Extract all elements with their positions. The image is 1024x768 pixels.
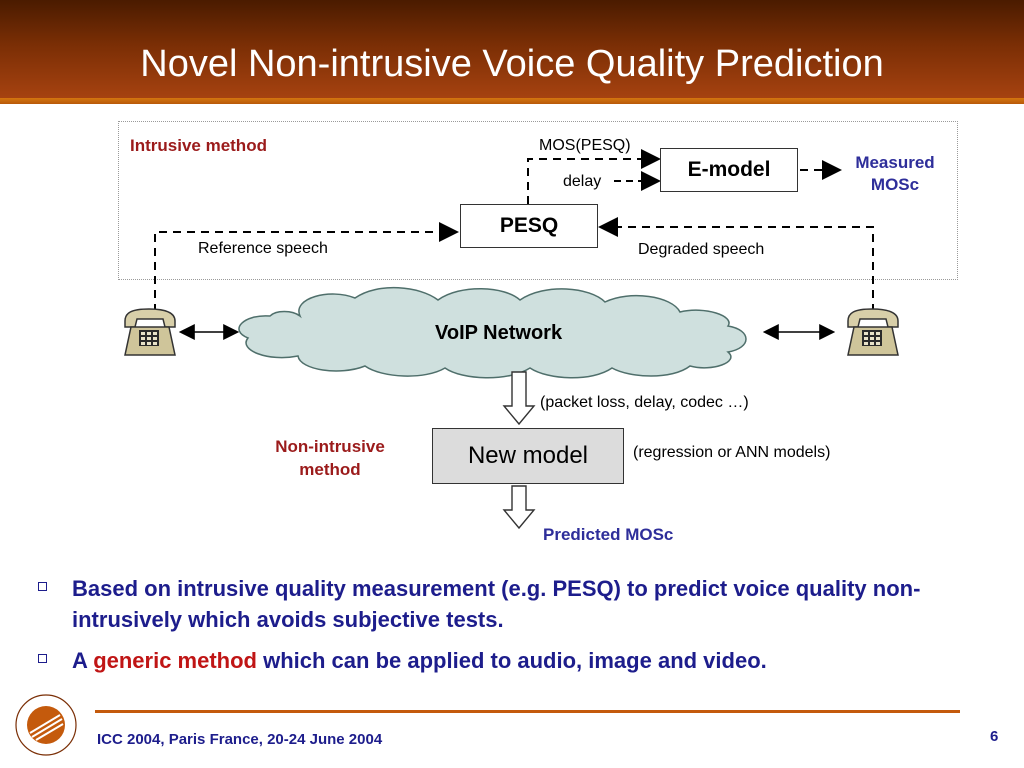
bullet-item: A generic method which can be applied to… — [38, 645, 998, 676]
cloud-icon — [238, 287, 747, 379]
degraded-speech-label: Degraded speech — [638, 241, 765, 258]
bullet-prefix: A — [72, 648, 94, 673]
new-model-label: New model — [467, 442, 589, 469]
logo-icon — [15, 694, 77, 756]
bullet-text: Based on intrusive quality measurement (… — [72, 576, 921, 632]
slide-title: Novel Non-intrusive Voice Quality Predic… — [140, 43, 884, 85]
regression-label: (regression or ANN models) — [633, 444, 831, 461]
emodel-label: E-model — [687, 158, 771, 181]
footer-divider — [95, 710, 960, 713]
delay-label: delay — [563, 173, 602, 190]
mos-pesq-label: MOS(PESQ) — [539, 137, 631, 154]
bullet-square-icon — [38, 654, 47, 663]
new-model-box: New model — [432, 428, 624, 484]
bullet-list: Based on intrusive quality measurement (… — [38, 573, 998, 686]
degraded-connector — [598, 217, 874, 312]
emodel-box: E-model — [660, 148, 798, 192]
network-to-model-arrow — [502, 371, 536, 426]
bullet-square-icon — [38, 582, 47, 591]
telephone-icon — [124, 308, 176, 356]
title-underline — [0, 98, 1024, 104]
telephone-icon — [847, 308, 899, 356]
nonintrusive-label-line1: Non-intrusive — [275, 437, 385, 456]
measured-label-line1: Measured — [855, 153, 935, 172]
reference-speech-label: Reference speech — [198, 240, 328, 257]
intrusive-method-label: Intrusive method — [130, 136, 267, 155]
voip-network-label: VoIP Network — [435, 322, 563, 344]
mos-pesq-connector — [527, 149, 661, 204]
pesq-label: PESQ — [499, 214, 559, 237]
pesq-box: PESQ — [460, 204, 598, 248]
footer-text: ICC 2004, Paris France, 20-24 June 2004 — [97, 731, 383, 748]
measured-label-line2: MOSc — [870, 175, 920, 194]
intrusive-region — [118, 121, 958, 280]
reference-connector — [154, 222, 459, 312]
nonintrusive-label-line2: method — [299, 460, 361, 479]
bullet-item: Based on intrusive quality measurement (… — [38, 573, 998, 635]
title-bar — [0, 0, 1024, 98]
predicted-mosc-label: Predicted MOSc — [543, 525, 674, 544]
page-number: 6 — [990, 728, 999, 745]
measured-mosc-label: Measured MOSc — [845, 152, 945, 196]
bullet-suffix: which can be applied to audio, image and… — [257, 648, 767, 673]
model-to-output-arrow — [502, 485, 536, 530]
nonintrusive-method-label: Non-intrusive method — [255, 435, 405, 481]
network-params-label: (packet loss, delay, codec …) — [540, 394, 749, 411]
bullet-highlight: generic method — [93, 648, 257, 673]
